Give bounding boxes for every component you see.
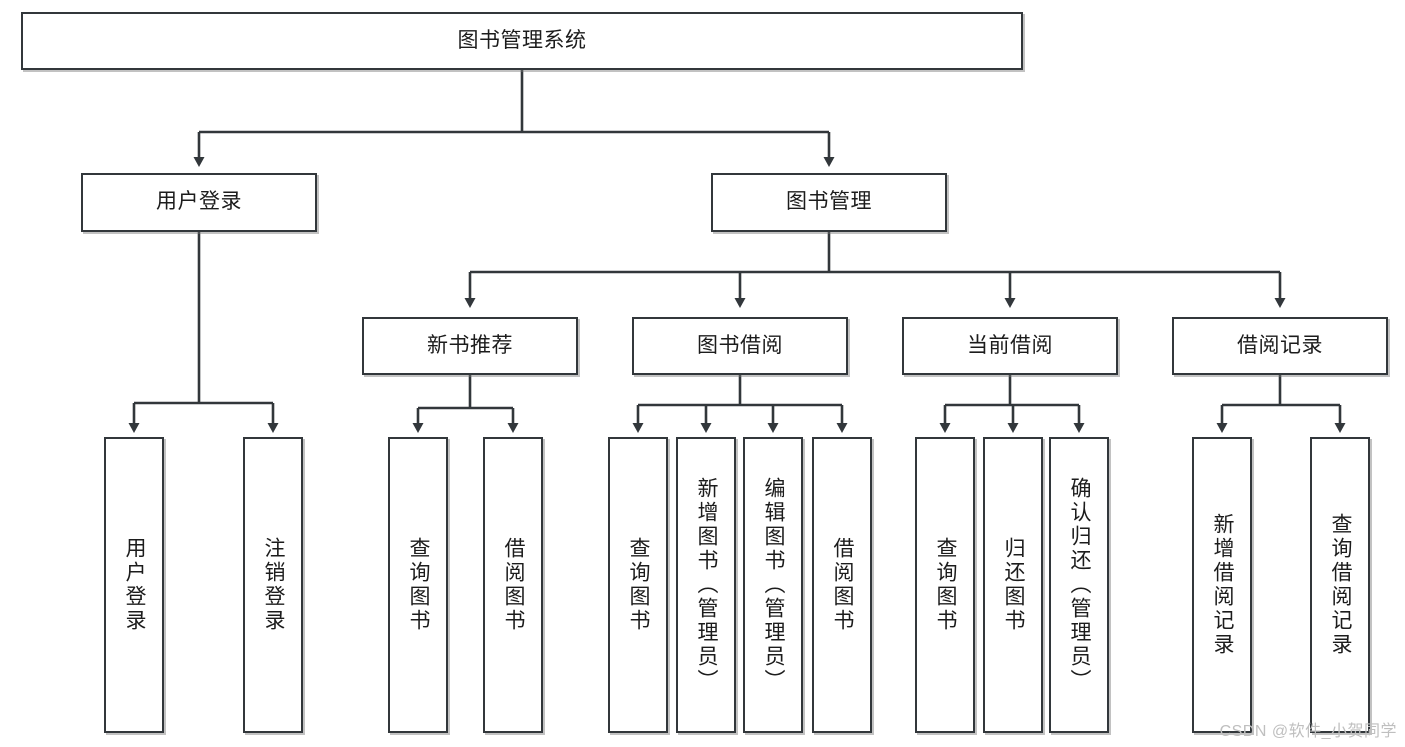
leaf-query-book-rec-label: 查询图书 [407,537,431,633]
node-current-borrow[interactable]: 当前借阅 [902,317,1118,375]
leaf-borrow-book-label: 借阅图书 [831,537,855,633]
node-new-book-recommend-label: 新书推荐 [427,333,513,357]
node-book-manage[interactable]: 图书管理 [711,173,947,232]
leaf-edit-book-label: 编辑图书（管理员） [762,477,786,693]
leaf-query-book-cur-label: 查询图书 [934,537,958,633]
leaf-user-login-label: 用户登录 [123,537,147,633]
leaf-query-book-borrow-label: 查询图书 [627,537,651,633]
node-borrow-record[interactable]: 借阅记录 [1172,317,1388,375]
leaf-query-book-cur[interactable]: 查询图书 [915,437,975,733]
leaf-return-book-label: 归还图书 [1002,537,1026,633]
leaf-confirm-return-label: 确认归还（管理员） [1068,477,1092,693]
node-book-borrow[interactable]: 图书借阅 [632,317,848,375]
node-book-manage-label: 图书管理 [786,190,872,214]
leaf-edit-book[interactable]: 编辑图书（管理员） [743,437,803,733]
leaf-logout[interactable]: 注销登录 [243,437,303,733]
node-new-book-recommend[interactable]: 新书推荐 [362,317,578,375]
leaf-borrow-book[interactable]: 借阅图书 [812,437,872,733]
leaf-user-login[interactable]: 用户登录 [104,437,164,733]
leaf-confirm-return[interactable]: 确认归还（管理员） [1049,437,1109,733]
leaf-add-record[interactable]: 新增借阅记录 [1192,437,1252,733]
node-current-borrow-label: 当前借阅 [967,333,1053,357]
leaf-add-book-label: 新增图书（管理员） [695,477,719,693]
leaf-add-record-label: 新增借阅记录 [1211,513,1235,657]
node-root-label: 图书管理系统 [457,28,587,52]
node-user-login-label: 用户登录 [156,190,242,214]
node-user-login[interactable]: 用户登录 [81,173,317,232]
leaf-borrow-book-rec[interactable]: 借阅图书 [483,437,543,733]
leaf-logout-label: 注销登录 [262,537,286,633]
leaf-query-book-rec[interactable]: 查询图书 [388,437,448,733]
leaf-query-book-borrow[interactable]: 查询图书 [608,437,668,733]
leaf-query-record-label: 查询借阅记录 [1329,513,1353,657]
leaf-return-book[interactable]: 归还图书 [983,437,1043,733]
leaf-borrow-book-rec-label: 借阅图书 [502,537,526,633]
leaf-add-book[interactable]: 新增图书（管理员） [676,437,736,733]
node-borrow-record-label: 借阅记录 [1237,333,1323,357]
node-book-borrow-label: 图书借阅 [697,333,783,357]
node-root[interactable]: 图书管理系统 [21,12,1023,70]
leaf-query-record[interactable]: 查询借阅记录 [1310,437,1370,733]
